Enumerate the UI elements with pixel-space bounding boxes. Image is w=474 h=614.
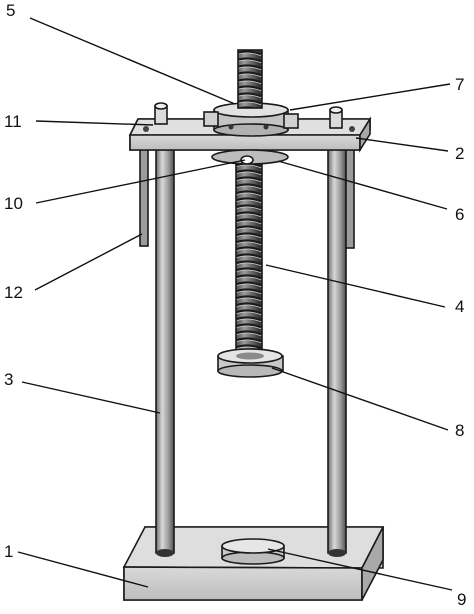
guide-pin-right (329, 106, 343, 129)
lead-screw-upper (237, 49, 263, 109)
bottom-anvil-disk (221, 538, 285, 565)
label-12: 12 (4, 283, 23, 302)
label-4: 4 (455, 297, 464, 316)
upper-hand-nut (203, 102, 299, 137)
guide-pin-left (154, 102, 168, 125)
label-3: 3 (4, 370, 13, 389)
label-1: 1 (4, 542, 13, 561)
support-column-right (327, 147, 347, 557)
lower-flange-nut (211, 149, 289, 165)
leader-lines (17, 17, 453, 591)
label-7: 7 (455, 75, 464, 94)
guide-pointer-left (139, 147, 149, 247)
lead-screw-lower (235, 159, 263, 361)
label-6: 6 (455, 205, 464, 224)
label-11: 11 (4, 112, 22, 131)
label-8: 8 (455, 421, 464, 440)
label-10: 10 (4, 194, 23, 213)
pressing-disk (217, 348, 284, 378)
guide-pointer-right (345, 147, 355, 249)
label-5: 5 (6, 1, 15, 20)
label-2: 2 (455, 144, 464, 163)
label-9: 9 (457, 590, 466, 609)
support-column-left (155, 147, 175, 557)
